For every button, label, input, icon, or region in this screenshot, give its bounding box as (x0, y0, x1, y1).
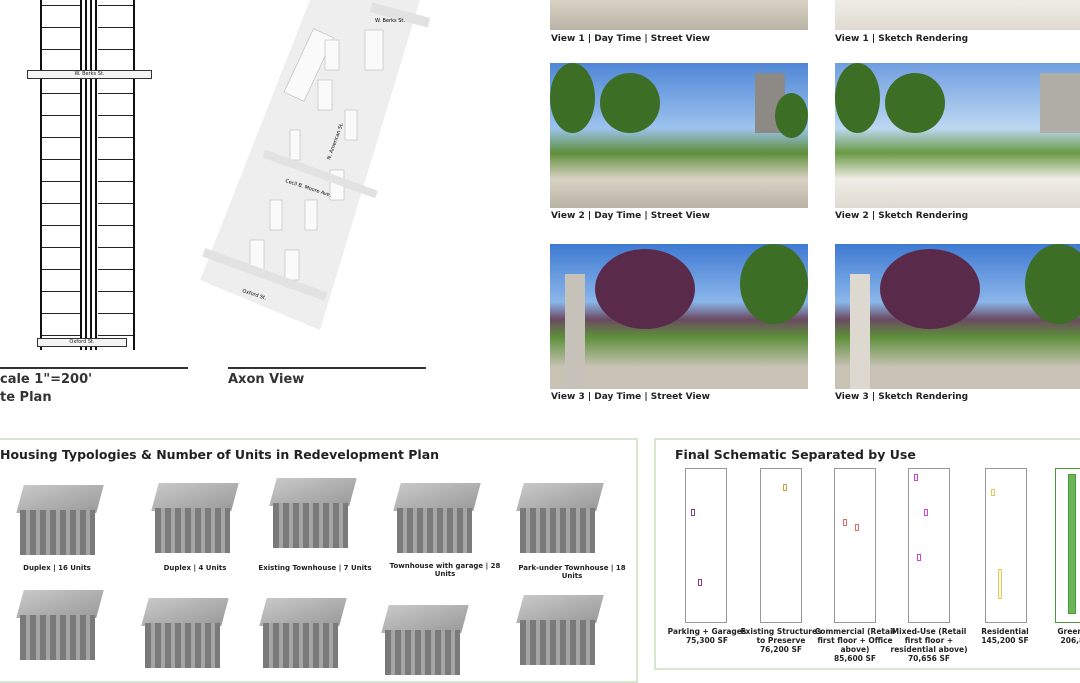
schematic-mixed-use (908, 468, 950, 623)
housing-model-duplex-16 (15, 485, 105, 560)
rendering-caption: View 3 | Day Time | Street View (551, 392, 710, 402)
schematic-label-mixed-use: Mixed-Use (Retail first floor + resident… (890, 627, 968, 663)
site-plan-title: te Plan (0, 390, 52, 405)
schematic-title: Final Schematic Separated by Use (675, 447, 916, 462)
housing-label: Duplex | 16 Units (23, 564, 91, 572)
schematic-label-greenspace: Greensp206,83 (1057, 627, 1080, 645)
schematic-commercial (834, 468, 876, 623)
street-label-berks: W. Berks St. (27, 70, 152, 79)
rendering-view2-street (550, 63, 808, 208)
schematic-residential (985, 468, 1027, 623)
rendering-view3-sketch (835, 244, 1080, 389)
rendering-caption: View 2 | Sketch Rendering (835, 211, 969, 221)
housing-model (258, 598, 348, 673)
site-plan-drawing: W. Berks St. Oxford St. (27, 0, 152, 350)
rendering-view1-street (550, 0, 808, 30)
rendering-view2-sketch (835, 63, 1080, 208)
housing-model (515, 595, 605, 670)
schematic-greenspace (1055, 468, 1080, 623)
housing-label: Park-under Townhouse | 18 Units (518, 564, 626, 580)
housing-label: Duplex | 4 Units (163, 564, 227, 572)
schematic-label-commercial: Commercial (Retail first floor + Office … (814, 627, 896, 663)
housing-model (380, 605, 470, 680)
rendering-caption: View 1 | Day Time | Street View (551, 34, 710, 44)
rendering-caption: View 2 | Day Time | Street View (551, 211, 710, 221)
axon-drawing: W. Berks St. N. American St. Cecil B. Mo… (200, 0, 430, 330)
axon-street-berks: W. Berks St. (375, 18, 405, 24)
rendering-view1-sketch (835, 0, 1080, 30)
axon-title: Axon View (228, 372, 305, 387)
schematic-existing (760, 468, 802, 623)
rendering-caption: View 3 | Sketch Rendering (835, 392, 969, 402)
housing-model-townhouse-garage (392, 483, 482, 558)
housing-model (15, 590, 105, 665)
divider (228, 367, 426, 369)
housing-label: Existing Townhouse | 7 Units (258, 564, 372, 572)
housing-model-existing-townhouse (268, 478, 358, 553)
rendering-caption: View 1 | Sketch Rendering (835, 34, 969, 44)
schematic-panel (654, 438, 1080, 670)
housing-model-park-under (515, 483, 605, 558)
housing-model (140, 598, 230, 673)
rendering-view3-street (550, 244, 808, 389)
divider (0, 367, 188, 369)
scale-label: cale 1"=200' (0, 372, 93, 387)
housing-label: Townhouse with garage | 28 Units (389, 562, 501, 578)
schematic-parking (685, 468, 727, 623)
street-label-oxford: Oxford St. (37, 338, 127, 347)
housing-model-duplex-4 (150, 483, 240, 558)
housing-title: Housing Typologies & Number of Units in … (0, 447, 440, 462)
